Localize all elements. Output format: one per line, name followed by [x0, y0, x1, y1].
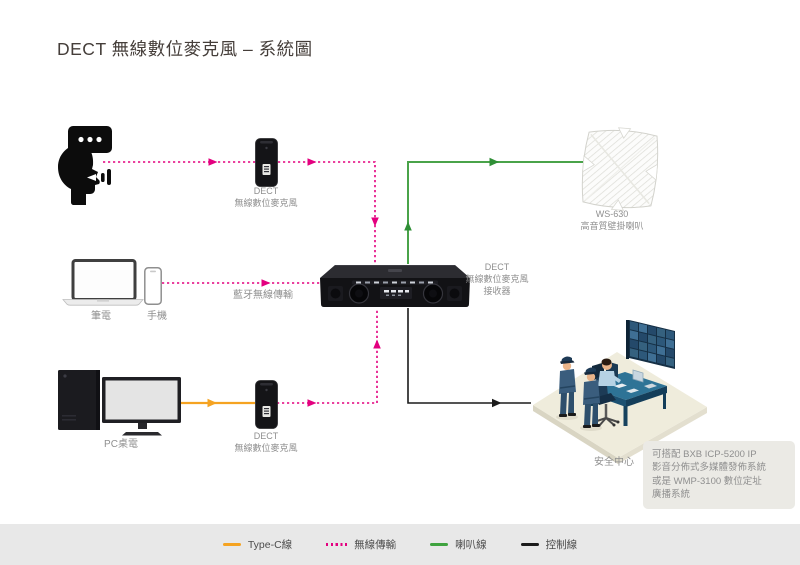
guard-figure [580, 367, 602, 431]
pc-label: PC桌電 [104, 439, 138, 450]
legend-bar: Type-C線 無線傳輸 喇叭線 控制線 [0, 524, 800, 565]
security-center-scene [533, 320, 707, 464]
bluetooth-label: 藍牙無線傳輸 [233, 290, 293, 301]
wall-speaker-icon [581, 127, 659, 211]
page-title: DECT 無線數位麥克風 – 系統圖 [57, 39, 313, 59]
phone-icon [144, 267, 162, 305]
dect-mic-bottom-label: DECT 無線數位麥克風 [234, 431, 298, 453]
video-wall [629, 320, 675, 370]
speaker-line [407, 161, 583, 264]
laptop-label: 筆電 [91, 311, 111, 322]
security-center-label: 安全中心 [594, 457, 634, 468]
type-c-line-swatch [222, 543, 241, 546]
legend-label: 無線傳輸 [354, 539, 397, 551]
dect-receiver [320, 265, 470, 307]
legend-label: 控制線 [545, 539, 578, 551]
wall-speaker-label: WS-630 高音質壁掛喇叭 [580, 209, 644, 231]
compatibility-note: 可搭配 BXB ICP-5200 IP 影音分佈式多媒體發佈系統 或是 WMP-… [643, 441, 795, 509]
legend-label: 喇叭線 [455, 539, 487, 551]
dect-mic-top [255, 138, 278, 187]
type-c-arrow [207, 398, 217, 408]
talking-person-icon [58, 126, 112, 205]
legend-item-speaker: 喇叭線 [430, 537, 487, 552]
legend-item-wireless: 無線傳輸 [326, 537, 396, 552]
wireless-line-swatch [326, 543, 348, 546]
laptop-icon [62, 259, 144, 306]
guard-figure [556, 356, 578, 420]
legend-item-control: 控制線 [520, 537, 578, 552]
seated-operator [598, 358, 621, 386]
receiver-label: DECT 無線數位麥克風 接收器 [465, 262, 529, 296]
dect-mic-bottom [255, 380, 278, 429]
legend-label: Type-C線 [247, 539, 293, 551]
control-line [407, 308, 531, 404]
control-line-swatch [520, 543, 539, 546]
dect-mic-top-label: DECT 無線數位麥克風 [234, 186, 298, 208]
phone-label: 手機 [147, 311, 167, 322]
wireless-lines [103, 161, 378, 404]
speaker-line-arrows [404, 157, 499, 231]
wireless-arrows [208, 158, 381, 407]
legend-item-type-c: Type-C線 [222, 537, 293, 552]
speaker-line-swatch [430, 543, 449, 546]
pc-desktop-icon [58, 370, 181, 436]
control-line-arrow [492, 398, 502, 408]
